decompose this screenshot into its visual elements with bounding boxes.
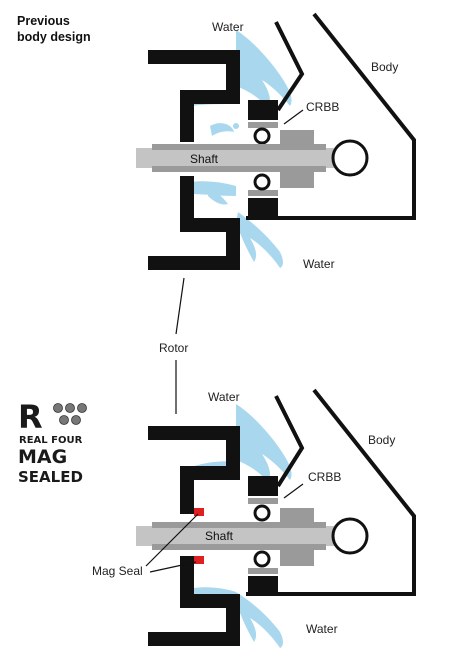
bottom-body-outline (246, 388, 416, 596)
bottom-water-bottom-label: Water (306, 622, 338, 636)
logo-dots (53, 403, 87, 425)
heading-line-2: body design (17, 30, 91, 44)
mag-seal-label: Mag Seal (92, 564, 143, 578)
top-body-outline (246, 12, 416, 220)
mag-seal-upper (194, 508, 204, 516)
top-diagram: Water Body CRBB Shaft Water (136, 12, 416, 271)
bottom-rotor (148, 426, 240, 646)
top-crbb-label: CRBB (306, 100, 339, 114)
bottom-shaft (136, 517, 369, 555)
top-shaft (136, 139, 369, 177)
bottom-mag-seals (194, 508, 204, 564)
mag-seal-lower (194, 556, 204, 564)
logo-r-glyph: R (18, 398, 43, 436)
heading-line-1: Previous (17, 14, 70, 28)
top-water-top-label: Water (212, 20, 244, 34)
logo-line-2: MAG (18, 446, 67, 468)
top-rotor (148, 50, 240, 270)
bottom-shaft-hole (331, 517, 369, 555)
bottom-shaft-label: Shaft (205, 529, 234, 543)
top-body-label: Body (371, 60, 398, 74)
top-bearing-ball-upper (253, 127, 271, 145)
bottom-leaders (145, 483, 304, 573)
real-four-mag-sealed-logo: R REAL FOUR MAG SEALED (18, 398, 87, 486)
top-leaders (283, 109, 304, 125)
bottom-bearing-ball-upper (253, 504, 271, 522)
top-shaft-hole (331, 139, 369, 177)
logo-line-3: SEALED (18, 468, 83, 486)
rotor-callout: Rotor (159, 277, 188, 414)
previous-design-heading: Previous body design (17, 13, 91, 45)
bottom-crbb-label: CRBB (308, 470, 341, 484)
top-bearing-ball-lower (253, 173, 271, 191)
rotor-label: Rotor (159, 341, 188, 355)
top-shaft-label: Shaft (190, 152, 219, 166)
bottom-body-label: Body (368, 433, 395, 447)
top-water-bottom-label: Water (303, 257, 335, 271)
bottom-bearing-ball-lower (253, 550, 271, 568)
logo-line-1: REAL FOUR (19, 435, 83, 446)
bottom-water-top-label: Water (208, 390, 240, 404)
bottom-diagram: Water Body CRBB Shaft Mag Seal Water (92, 388, 416, 648)
